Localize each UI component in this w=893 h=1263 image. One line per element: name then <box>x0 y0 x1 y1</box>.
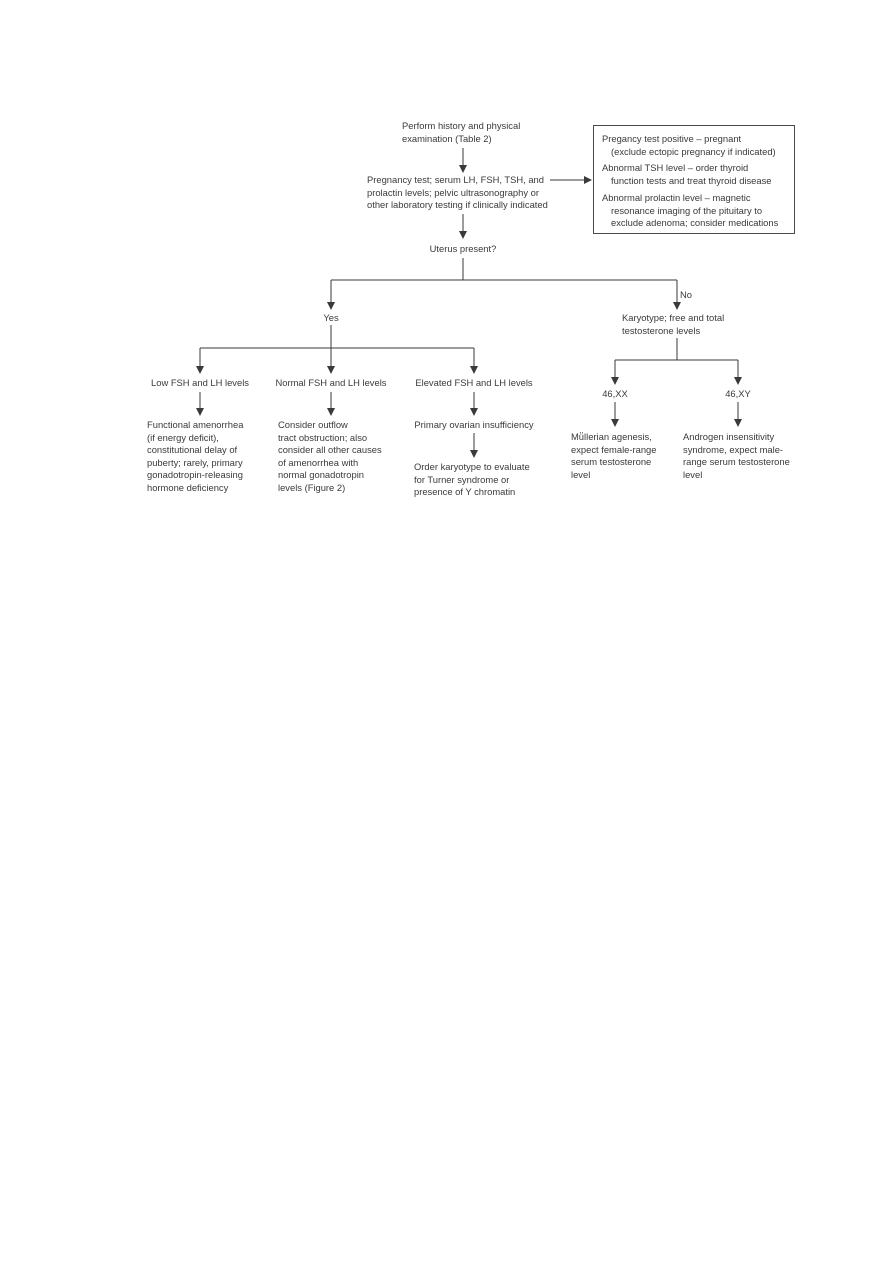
tests-line-3: other laboratory testing if clinically i… <box>367 199 548 211</box>
xx-label: 46,XX <box>602 388 628 399</box>
elevated-fsh-lh-label: Elevated FSH and LH levels <box>415 377 533 388</box>
low-result-line-1: Functional amenorrhea <box>147 419 244 430</box>
pregnancy-positive-text: Pregancy test positive – pregnant (exclu… <box>602 133 776 158</box>
prolactin-abnormal-text: Abnormal prolactin level – magnetic reso… <box>602 192 778 230</box>
xy-result-line-1: Androgen insensitivity <box>683 431 775 442</box>
prolactin-line-3: exclude adenoma; consider medications <box>611 217 779 229</box>
yes-label: Yes <box>323 312 339 323</box>
tsh-abnormal-text: Abnormal TSH level – order thyroid funct… <box>602 162 772 187</box>
normal-result-line-6: levels (Figure 2) <box>278 481 346 493</box>
followup-line-1: Order karyotype to evaluate <box>414 461 530 472</box>
normal-result-line-1: Consider outflow <box>278 419 348 430</box>
karyotype-line-2: testosterone levels <box>622 324 701 336</box>
primary-ovarian-insufficiency: Primary ovarian insufficiency <box>414 419 534 430</box>
tests-node: Pregnancy test; serum LH, FSH, TSH, and … <box>367 174 548 212</box>
followup-line-2: for Turner syndrome or <box>414 473 510 485</box>
normal-fsh-lh-label: Normal FSH and LH levels <box>275 377 387 388</box>
xx-result-line-2: expect female-range <box>571 443 657 455</box>
prolactin-line-2: resonance imaging of the pituitary to <box>611 204 763 216</box>
normal-result-line-4: of amenorrhea with <box>278 456 359 468</box>
normal-result-line-3: consider all other causes <box>278 444 382 456</box>
followup-line-3: presence of Y chromatin <box>414 486 516 498</box>
karyotype-line-1: Karyotype; free and total <box>622 312 725 323</box>
normal-result-line-5: normal gonadotropin <box>278 469 364 481</box>
xx-result-line-4: level <box>571 468 591 480</box>
prolactin-line-1: Abnormal prolactin level – magnetic <box>602 192 751 203</box>
start-line-2: examination (Table 2) <box>402 132 492 144</box>
xx-result-text: Mü̈llerian agenesis, expect female-range… <box>571 431 656 481</box>
low-result-line-6: hormone deficiency <box>147 481 229 493</box>
low-fsh-lh-label: Low FSH and LH levels <box>151 377 249 388</box>
tests-line-2: prolactin levels; pelvic ultrasonography… <box>367 186 539 198</box>
xy-result-text: Androgen insensitivity syndrome, expect … <box>683 431 790 481</box>
elevated-followup-text: Order karyotype to evaluate for Turner s… <box>414 461 530 499</box>
low-result-line-4: puberty; rarely, primary <box>147 456 243 468</box>
tsh-line-2: function tests and treat thyroid disease <box>611 174 772 186</box>
pregnancy-line-2: (exclude ectopic pregnancy if indicated) <box>611 145 776 157</box>
xx-result-line-3: serum testosterone <box>571 456 652 468</box>
low-result-line-3: constitutional delay of <box>147 444 238 456</box>
karyotype-node: Karyotype; free and total testosterone l… <box>622 312 724 337</box>
normal-result-text: Consider outflow tract obstruction; also… <box>278 419 382 495</box>
low-result-line-5: gonadotropin-releasing <box>147 469 243 481</box>
pregnancy-line-1: Pregancy test positive – pregnant <box>602 133 742 144</box>
start-node: Perform history and physical examination… <box>402 120 520 145</box>
normal-result-line-2: tract obstruction; also <box>278 431 368 443</box>
xx-result-line-1: Mü̈llerian agenesis, <box>571 431 652 442</box>
xy-result-line-2: syndrome, expect male- <box>683 443 784 455</box>
xy-result-line-3: range serum testosterone <box>683 456 790 468</box>
xy-result-line-4: level <box>683 468 703 480</box>
low-result-line-2: (if energy deficit), <box>147 431 219 443</box>
tests-line-1: Pregnancy test; serum LH, FSH, TSH, and <box>367 174 544 185</box>
start-line-1: Perform history and physical <box>402 120 521 131</box>
tsh-line-1: Abnormal TSH level – order thyroid <box>602 162 749 173</box>
no-label: No <box>680 289 692 300</box>
uterus-question: Uterus present? <box>429 243 497 254</box>
abnormal-results-box <box>593 125 795 234</box>
xy-label: 46,XY <box>725 388 751 399</box>
low-result-text: Functional amenorrhea (if energy deficit… <box>147 419 243 495</box>
